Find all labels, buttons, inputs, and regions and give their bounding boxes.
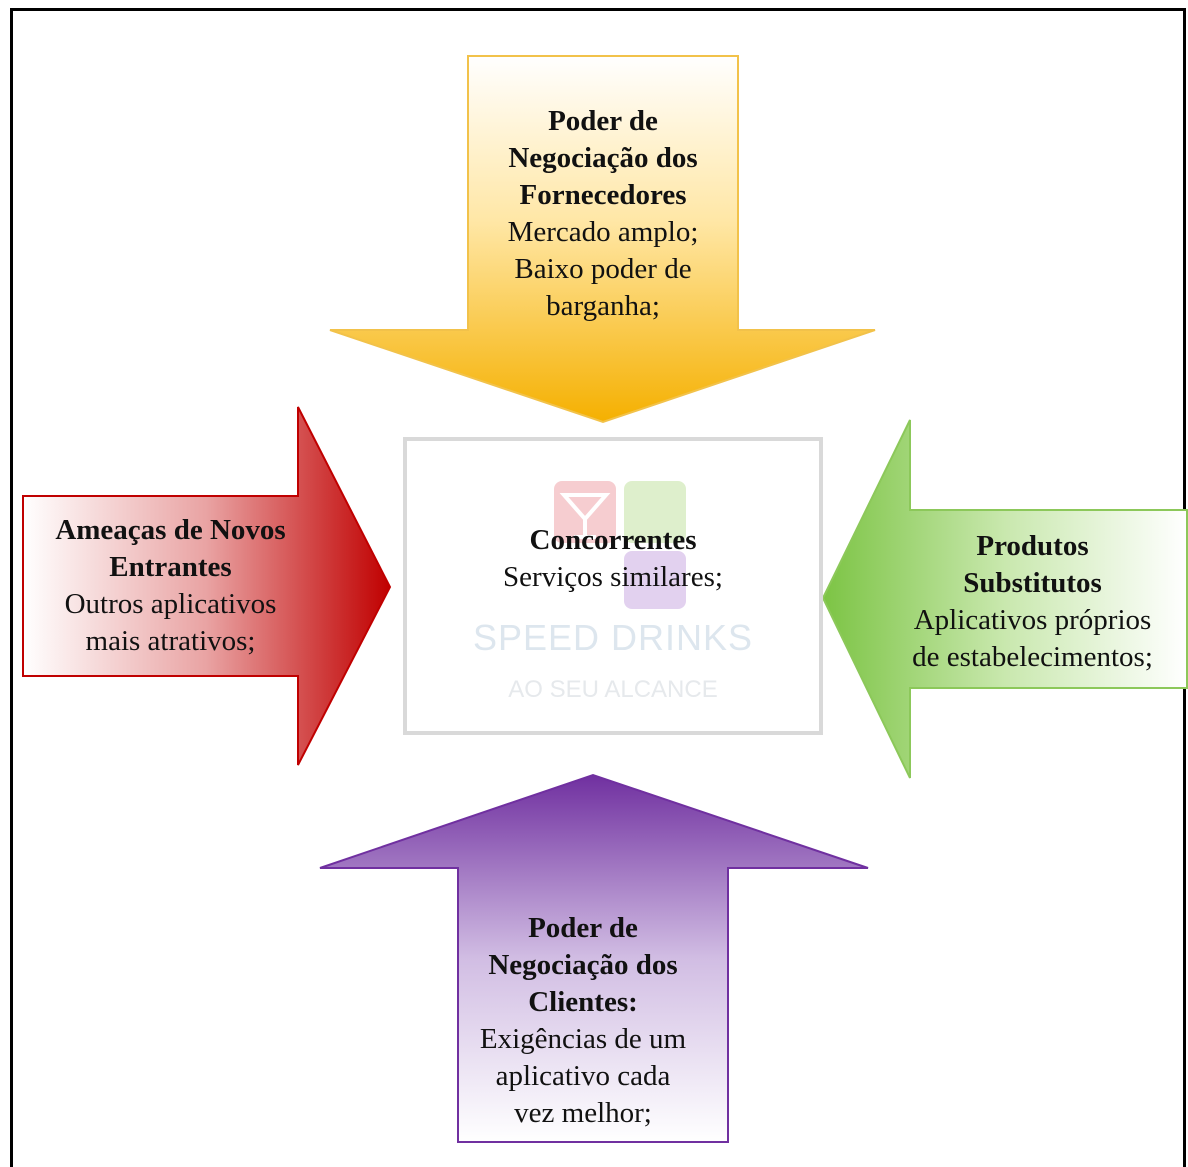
bottom-heading-line-3: Clientes:	[528, 986, 638, 1018]
top-heading-line-3: Fornecedores	[519, 179, 687, 211]
left-arrow	[22, 406, 392, 766]
center-text: Serviços similares;	[503, 561, 723, 593]
right-text-line-1: Aplicativos próprios	[913, 604, 1152, 636]
left-heading-line-2: Entrantes	[109, 551, 232, 583]
bottom-text-line-1: Exigências de um	[479, 1023, 687, 1055]
top-text-line-2: Baixo poder de	[514, 253, 692, 285]
bottom-arrow	[319, 773, 869, 1143]
left-text-line-2: mais atrativos;	[85, 625, 256, 657]
top-arrow	[329, 55, 876, 424]
right-heading-line-1: Produtos	[976, 530, 1089, 562]
bottom-text-line-3: vez melhor;	[514, 1097, 652, 1129]
top-text-line-3: barganha;	[546, 290, 660, 322]
right-arrow	[821, 419, 1188, 779]
logo-icon	[554, 481, 686, 609]
bottom-text-line-2: aplicativo cada	[495, 1060, 671, 1092]
center-box: SPEED DRINKS AO SEU ALCANCE	[403, 437, 823, 735]
top-heading-line-2: Negociação dos	[508, 142, 698, 174]
right-text-line-2: de estabelecimentos;	[912, 641, 1153, 673]
bottom-heading-line-2: Negociação dos	[488, 949, 678, 981]
top-label: Poder de Negociação dos Fornecedores Mer…	[468, 103, 738, 325]
bottom-heading-line-1: Poder de	[528, 912, 638, 944]
right-heading-line-2: Substitutos	[963, 567, 1102, 599]
logo-subtitle: AO SEU ALCANCE	[508, 676, 718, 703]
bottom-label: Poder de Negociação dos Clientes: Exigên…	[448, 910, 718, 1132]
right-label: Produtos Substitutos Aplicativos próprio…	[885, 528, 1180, 676]
top-heading-line-1: Poder de	[548, 105, 658, 137]
center-heading: Concorrentes	[529, 524, 697, 556]
logo-title: SPEED DRINKS	[472, 617, 754, 658]
left-text-line-1: Outros aplicativos	[64, 588, 277, 620]
left-label: Ameaças de Novos Entrantes Outros aplica…	[23, 512, 318, 660]
left-heading-line-1: Ameaças de Novos	[55, 514, 286, 546]
center-label: Concorrentes Serviços similares;	[403, 522, 823, 596]
top-text-line-1: Mercado amplo;	[507, 216, 699, 248]
